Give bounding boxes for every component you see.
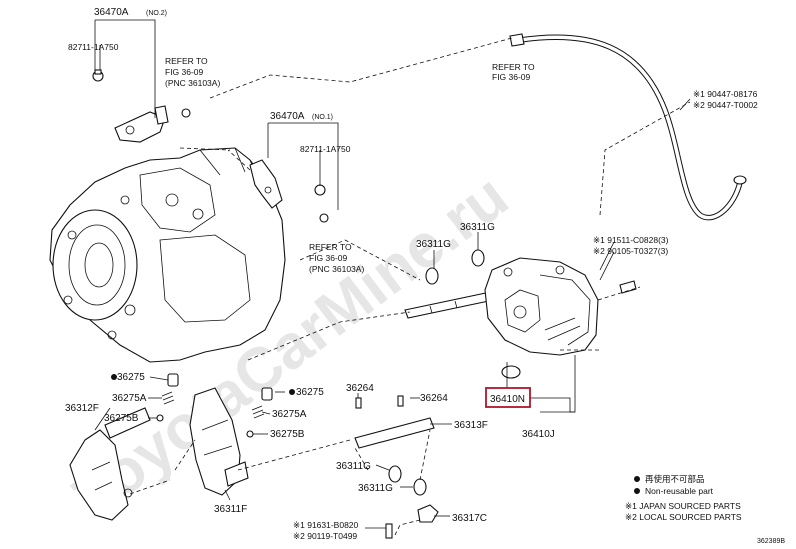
- bracket-no2: [92, 69, 191, 143]
- shift-fork-left: [69, 407, 151, 521]
- label-36264-b: 36264: [420, 393, 448, 404]
- callouts: ※1 90447-08176 ※2 90447-T0002 ※1 91511-C…: [293, 89, 758, 541]
- callout-pin-2: ※2 90119-T0499: [293, 531, 357, 541]
- label-36311G-b: 36311G: [460, 222, 495, 233]
- legend-note2: ※2 LOCAL SOURCED PARTS: [625, 512, 742, 522]
- label-36275B-left: 36275B: [104, 413, 139, 424]
- reference-lines: [129, 37, 691, 536]
- diagram-code: 362389B: [757, 538, 785, 545]
- breather-hose: [509, 33, 747, 221]
- label-36470A-no2: 36470A: [94, 7, 129, 18]
- callout-bolt-1: ※1 91511-C0828(3): [593, 235, 669, 245]
- refer-box-c: REFER TO FIG 36-09 (PNC 36103A): [309, 242, 364, 274]
- legend-dot-1: [634, 476, 640, 482]
- label-36470A-no1: 36470A: [270, 111, 305, 122]
- svg-text:(PNC 36103A): (PNC 36103A): [309, 264, 364, 274]
- callout-pin-1: ※1 91631-B0820: [293, 520, 359, 530]
- non-reusable-markers: [111, 374, 295, 395]
- label-36410J: 36410J: [522, 429, 555, 440]
- label-36470A-no1-note: (NO.1): [312, 114, 333, 121]
- label-36275-left: 36275: [117, 372, 145, 383]
- shift-fork-center: [189, 387, 249, 496]
- svg-text:REFER TO: REFER TO: [309, 242, 352, 252]
- label-36275A-left: 36275A: [112, 393, 147, 404]
- legend-item1: 再使用不可部品: [645, 474, 705, 484]
- label-36275-right: 36275: [296, 387, 324, 398]
- label-82711-top: 82711-1A750: [68, 42, 119, 52]
- highlighted-part-36410N[interactable]: 36410N: [485, 387, 531, 408]
- label-36312F: 36312F: [65, 403, 99, 414]
- label-36311G-c: 36311G: [336, 461, 371, 472]
- legend: 再使用不可部品 Non-reusable part ※1 JAPAN SOURC…: [625, 474, 785, 545]
- label-36311G-d: 36311G: [358, 483, 393, 494]
- part-labels: 36470A (NO.2) 82711-1A750 36470A (NO.1) …: [65, 7, 555, 524]
- svg-text:(PNC 36103A): (PNC 36103A): [165, 78, 220, 88]
- svg-text:FIG 36-09: FIG 36-09: [309, 253, 348, 263]
- shift-actuator-assembly: [484, 257, 637, 379]
- refer-box-b: REFER TO FIG 36-09: [492, 62, 535, 82]
- label-36311G-a: 36311G: [416, 239, 451, 250]
- label-36275A-right: 36275A: [272, 409, 307, 420]
- label-36275B-right: 36275B: [270, 429, 305, 440]
- svg-text:FIG 36-09: FIG 36-09: [165, 67, 204, 77]
- refer-box-a: REFER TO FIG 36-09 (PNC 36103A): [165, 56, 220, 88]
- callout-hose-1: ※1 90447-08176: [693, 89, 758, 99]
- legend-item2: Non-reusable part: [645, 486, 714, 496]
- callout-bolt-2: ※2 90105-T0327(3): [593, 246, 668, 256]
- label-82711-mid: 82711-1A750: [300, 144, 351, 154]
- svg-text:REFER TO: REFER TO: [165, 56, 208, 66]
- legend-dot-2: [634, 488, 640, 494]
- callout-hose-2: ※2 90447-T0002: [693, 100, 758, 110]
- label-36313F: 36313F: [454, 420, 488, 431]
- label-36317C: 36317C: [452, 513, 487, 524]
- transfer-case-housing: [49, 147, 286, 363]
- leader-lines: [94, 19, 691, 529]
- legend-note1: ※1 JAPAN SOURCED PARTS: [625, 501, 741, 511]
- shift-shaft-lower: [354, 395, 439, 539]
- label-36410N[interactable]: 36410N: [490, 394, 525, 405]
- label-36264-a: 36264: [346, 383, 374, 394]
- svg-text:FIG 36-09: FIG 36-09: [492, 72, 531, 82]
- label-36311F: 36311F: [214, 504, 247, 515]
- snap-rings-top: [425, 249, 485, 285]
- svg-text:REFER TO: REFER TO: [492, 62, 535, 72]
- label-36470A-no2-note: (NO.2): [146, 10, 167, 17]
